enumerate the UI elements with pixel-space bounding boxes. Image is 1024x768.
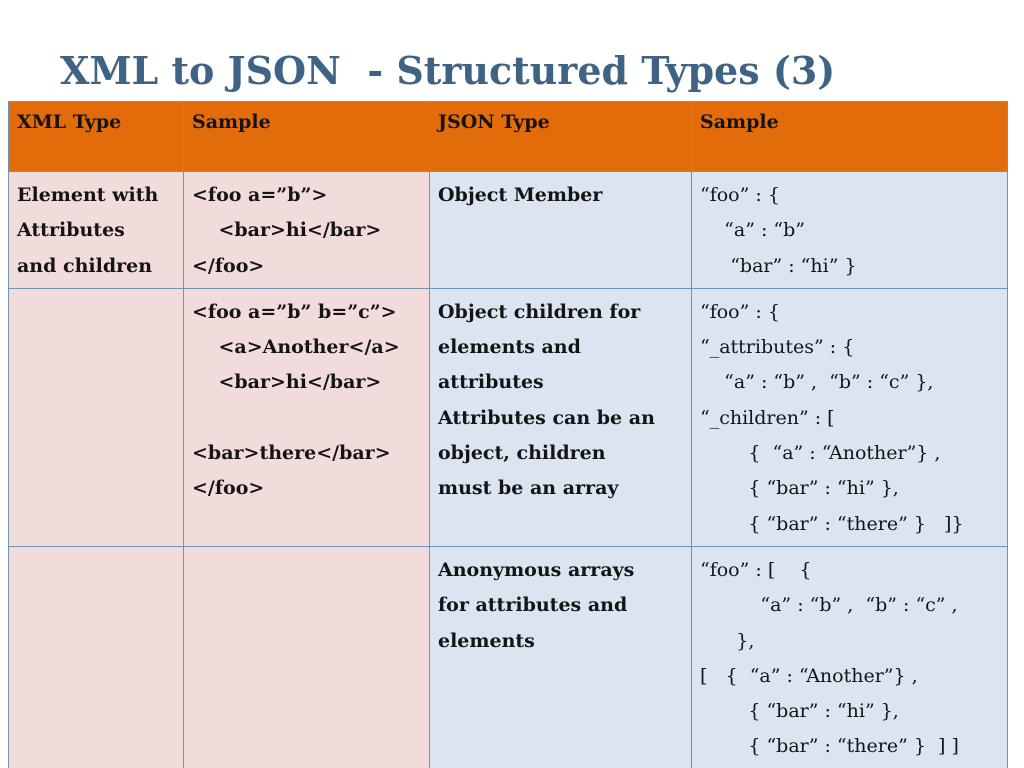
- cell-line: Object Member: [438, 184, 603, 206]
- cell-line: },: [700, 629, 755, 652]
- cell-line: Attributes can be an: [438, 406, 655, 429]
- cell-line: “a” : “b” , “b” : “c” },: [700, 371, 934, 394]
- header-xml-sample: Sample: [183, 101, 430, 172]
- cell-line: “_attributes” : {: [700, 336, 855, 359]
- header-xml-type: XML Type: [8, 101, 184, 172]
- cell-line: { “a” : “Another”} ,: [700, 442, 941, 465]
- cell-line: [192, 401, 421, 436]
- cell-line: <bar>hi</bar>: [192, 219, 382, 242]
- cell-line: { “bar” : “hi” },: [700, 477, 899, 500]
- cell-line: [ { “a” : “Another”} ,: [700, 664, 918, 687]
- json-sample-cell: “foo” : { “a” : “b” “bar” : “hi” }: [691, 171, 1008, 289]
- cell-line: “a” : “b”: [700, 219, 805, 242]
- cell-line: “bar” : “hi” }: [700, 254, 857, 277]
- cell-line: attributes: [438, 371, 544, 394]
- table-row: <foo a=”b” b=”c”> <a>Another</a> <bar>hi…: [8, 287, 1008, 547]
- cell-line: elements: [438, 629, 535, 652]
- cell-line: for attributes and: [438, 594, 628, 617]
- cell-line: must be an array: [438, 477, 619, 500]
- xml-type-cell: [8, 545, 184, 768]
- cell-line: <bar>hi</bar>: [192, 371, 382, 394]
- comparison-table: XML Type Sample JSON Type Sample Element…: [8, 101, 1008, 768]
- cell-line: Element with: [17, 184, 159, 206]
- cell-line: “foo” : {: [700, 184, 780, 206]
- xml-sample-cell: [183, 545, 430, 768]
- xml-sample-cell: <foo a=”b”> <bar>hi</bar> </foo>: [183, 171, 430, 289]
- cell-line: elements and: [438, 336, 581, 359]
- cell-line: object, children: [438, 442, 606, 465]
- cell-line: Anonymous arrays: [438, 558, 635, 581]
- json-type-cell: Anonymous arrays for attributes and elemen…: [429, 545, 692, 768]
- header-json-type: JSON Type: [429, 101, 692, 172]
- cell-line: “a” : “b” , “b” : “c” ,: [700, 594, 958, 617]
- xml-type-cell: [8, 287, 184, 547]
- xml-sample-cell: <foo a=”b” b=”c”> <a>Another</a> <bar>hi…: [183, 287, 430, 547]
- table-header-row: XML Type Sample JSON Type Sample: [8, 101, 1008, 172]
- cell-line: “foo” : [ {: [700, 558, 812, 581]
- cell-line: </foo>: [192, 254, 265, 277]
- json-sample-cell: “foo” : { “_attributes” : { “a” : “b” , “…: [691, 287, 1008, 547]
- json-sample-cell: “foo” : [ { “a” : “b” , “b” : “c” , }, [ …: [691, 545, 1008, 768]
- cell-line: { “bar” : “hi” },: [700, 700, 899, 723]
- table-row: Anonymous arrays for attributes and elemen…: [8, 545, 1008, 768]
- cell-line: “foo” : {: [700, 300, 780, 323]
- cell-line: and children: [17, 254, 153, 277]
- cell-line: </foo>: [192, 477, 265, 500]
- slide-title: XML to JSON - Structured Types (3): [60, 48, 836, 93]
- header-json-sample: Sample: [691, 101, 1008, 172]
- cell-line: <foo a=”b” b=”c”>: [192, 300, 397, 323]
- json-type-cell: Object Member: [429, 171, 692, 289]
- cell-line: { “bar” : “there” } ]}: [700, 512, 964, 535]
- cell-line: Object children for: [438, 300, 641, 323]
- json-type-cell: Object children for elements and attribute…: [429, 287, 692, 547]
- cell-line: <foo a=”b”>: [192, 184, 328, 206]
- cell-line: Attributes: [17, 219, 125, 242]
- cell-line: { “bar” : “there” } ] ]: [700, 735, 959, 758]
- cell-line: <bar>there</bar>: [192, 442, 391, 465]
- cell-line: “_children” : [: [700, 406, 835, 429]
- cell-line: <a>Another</a>: [192, 336, 400, 359]
